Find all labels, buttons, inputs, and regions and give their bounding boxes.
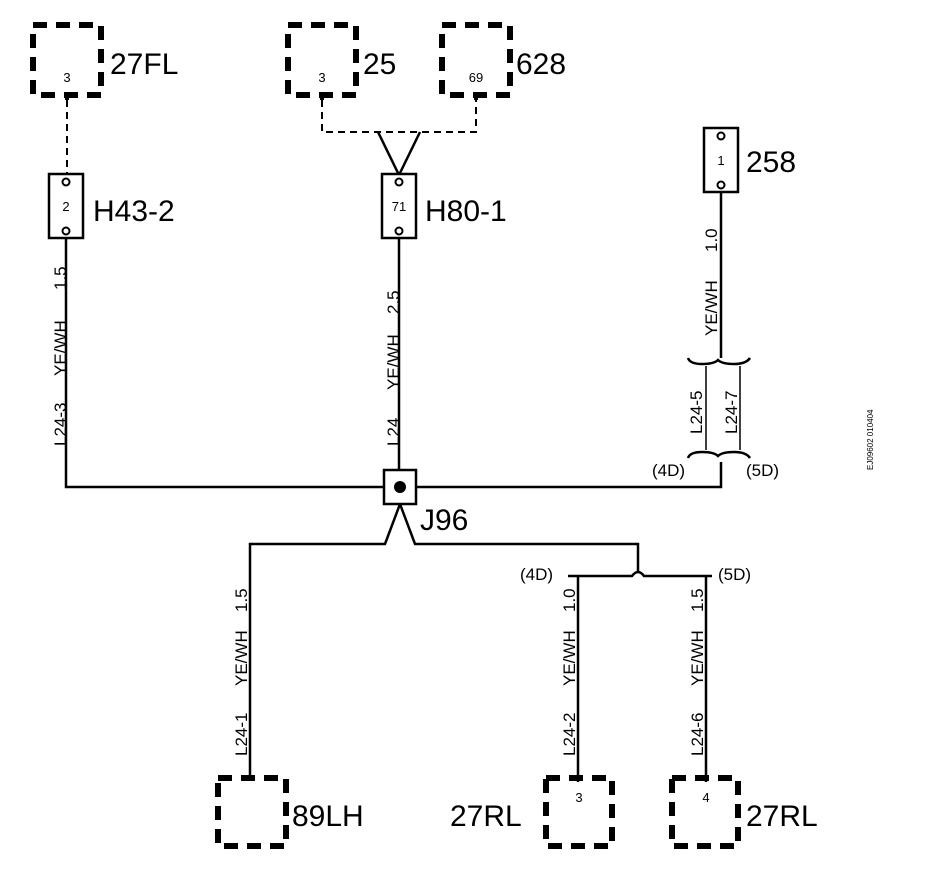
component-27rl-a-pin: 3 <box>575 790 582 805</box>
component-27rl-b: 4 27RL <box>669 775 818 849</box>
connector-h80-1-label: H80-1 <box>425 195 507 228</box>
variant-5d-lower: (5D) <box>718 565 751 584</box>
component-27rl-b-box <box>669 775 741 849</box>
wire-rear-branch <box>398 503 640 572</box>
wire-l24-1-color: YE/WH <box>232 630 251 686</box>
component-27rl-a-box <box>543 775 615 849</box>
component-258-label: 258 <box>746 146 796 179</box>
wire-l24-2-color: YE/WH <box>560 630 579 686</box>
component-27rl-b-label: 27RL <box>746 800 818 833</box>
variant-4d-lower: (4D) <box>520 565 553 584</box>
wire-l24-5-id: L24-5 <box>687 391 706 434</box>
wire-258-size: 1.0 <box>702 228 721 252</box>
wire-l24-1 <box>248 503 402 778</box>
component-25: 3 25 <box>285 22 396 100</box>
component-25-pin: 3 <box>318 70 325 85</box>
component-628: 69 628 <box>439 22 566 100</box>
component-27fl: 3 27FL <box>30 22 178 100</box>
wire-l24-3-id: L24-3 <box>51 403 70 446</box>
component-258-pin-bottom <box>716 180 726 190</box>
reference-code: EJ09602 010404 <box>866 409 875 470</box>
wire-l24-2-id: L24-2 <box>560 713 579 756</box>
wire-rear-split <box>568 570 712 578</box>
component-27fl-pin: 3 <box>63 70 70 85</box>
component-27rl-a: 3 27RL <box>450 775 615 849</box>
wire-l24-1-size: 1.5 <box>232 588 251 612</box>
wire-l24-id: L24 <box>384 418 403 446</box>
connector-h43-2-pin: 2 <box>62 199 69 214</box>
connector-h80-1-pin-bottom <box>394 226 404 236</box>
splice-j96-dot <box>394 481 406 493</box>
component-258: 1 258 <box>702 126 796 194</box>
wire-l24-1-id: L24-1 <box>232 713 251 756</box>
connector-h80-1: 71 H80-1 <box>380 172 507 240</box>
wire-258-color: YE/WH <box>702 280 721 336</box>
connector-h43-2-label: H43-2 <box>93 195 175 228</box>
component-628-label: 628 <box>516 48 566 81</box>
brace-top <box>686 357 752 366</box>
brace-bottom <box>686 450 752 459</box>
splice-j96: J96 <box>382 468 468 537</box>
connector-h80-1-pin-top <box>394 177 404 187</box>
connector-h43-2: 2 H43-2 <box>47 172 175 240</box>
component-628-pin: 69 <box>469 70 483 85</box>
component-27rl-b-pin: 4 <box>702 790 709 805</box>
component-27rl-a-label: 27RL <box>450 800 522 833</box>
wire-l24-6-id: L24-6 <box>688 713 707 756</box>
wire-l24-3 <box>64 238 384 489</box>
component-258-pin: 1 <box>717 153 724 168</box>
wire-l24-6-color: YE/WH <box>688 630 707 686</box>
component-89lh-label: 89LH <box>292 800 364 833</box>
component-27fl-label: 27FL <box>110 48 178 81</box>
connector-h43-2-pin-bottom <box>61 226 71 236</box>
wire-l24-3-size: 1.5 <box>51 266 70 290</box>
wire-l24-3-color: YE/WH <box>51 320 70 376</box>
component-258-pin-top <box>716 131 726 141</box>
wire-l24-7-id: L24-7 <box>722 391 741 434</box>
component-25-label: 25 <box>363 48 396 81</box>
component-89lh: 89LH <box>215 775 364 849</box>
wire-l24-2-size: 1.0 <box>560 588 579 612</box>
variant-4d-upper: (4D) <box>652 461 685 480</box>
connector-h43-2-pin-top <box>61 177 71 187</box>
component-89lh-box <box>215 775 289 849</box>
connector-h80-1-pin: 71 <box>392 199 406 214</box>
wire-l24-color: YE/WH <box>384 334 403 390</box>
wire-merge-to-h80 <box>376 131 422 178</box>
wire-l24-6-size: 1.5 <box>688 588 707 612</box>
variant-5d-upper: (5D) <box>746 461 779 480</box>
splice-j96-label: J96 <box>420 504 468 537</box>
dashed-wire-25-628 <box>321 100 477 133</box>
wire-l24-size: 2.5 <box>384 290 403 314</box>
wire-l24-5-to-j96 <box>416 462 723 489</box>
